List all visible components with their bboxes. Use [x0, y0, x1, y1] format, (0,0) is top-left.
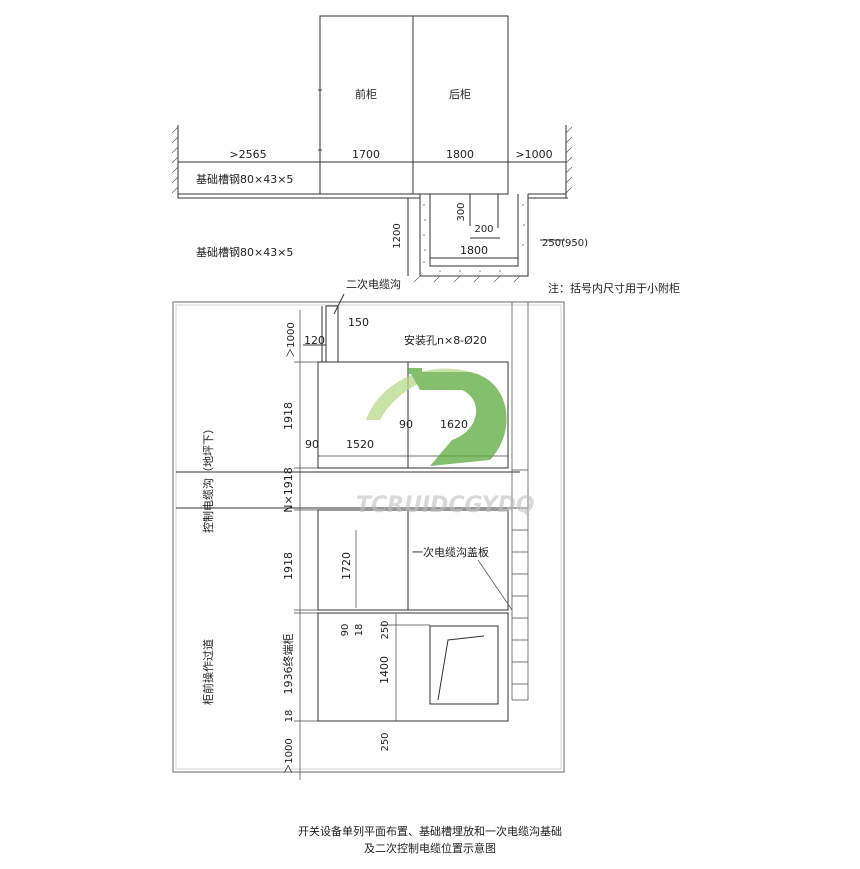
- pit-250-dim: 250(950): [542, 238, 588, 249]
- dim-1918-b: 1918: [282, 552, 295, 580]
- pit-1200-dim: 1200: [392, 223, 403, 248]
- plan-frame: [172, 301, 565, 773]
- side-label-control-trench: 控制电缆沟（地坪下）: [201, 423, 215, 533]
- secondary-trench: [303, 293, 345, 363]
- pit-dots: [423, 204, 525, 272]
- dim-90-b: 90: [399, 418, 413, 431]
- channel-note: 基础槽钢80×43×5: [196, 173, 293, 186]
- dim-ge1000-top: ＞1000: [286, 322, 297, 357]
- watermark-logo: [366, 368, 507, 466]
- dim-ge1000-bot: ＞1000: [284, 738, 295, 773]
- dim-18-a: 18: [354, 624, 365, 637]
- dim-nx1918: N×1918: [282, 467, 295, 512]
- dim-90-a: 90: [305, 438, 319, 451]
- primary-trench-cover-label: 一次电缆沟盖板: [412, 545, 489, 559]
- left-clear-dim: >2565: [229, 148, 266, 161]
- front-cabinet: [319, 15, 414, 195]
- cable-trench-band: [176, 471, 520, 509]
- cabinet-row-3: [317, 609, 509, 722]
- dim-1720: 1720: [340, 552, 353, 580]
- front-depth-dim: 1700: [352, 148, 380, 161]
- footnote: 注：括号内尺寸用于小附柜: [548, 281, 680, 295]
- dim-90-c: 90: [340, 624, 351, 637]
- dim-1520: 1520: [346, 438, 374, 451]
- dim-1936-terminal: 1936终端柜: [281, 634, 295, 695]
- caption-line-2: 及二次控制电缆位置示意图: [364, 842, 496, 855]
- pit-200-dim: 200: [474, 224, 493, 235]
- elevation-view: [177, 15, 568, 277]
- pit-300-dim: 300: [456, 202, 467, 221]
- mount-holes-label: 安装孔n×8-Ø20: [404, 333, 487, 347]
- dim-18-b: 18: [284, 710, 295, 723]
- rear-depth-dim: 1800: [446, 148, 474, 161]
- dim-250-a: 250: [380, 620, 391, 639]
- plan-dimension-lines: [294, 310, 508, 780]
- dim-120: 120: [304, 334, 325, 347]
- dim-1400: 1400: [378, 656, 391, 684]
- cabinet-row-1: [317, 361, 509, 469]
- rear-cabinet: [412, 15, 509, 195]
- side-label-aisle: 柜前操作过道: [201, 639, 215, 705]
- rear-cabinet-label: 后柜: [449, 88, 471, 101]
- right-clear-dim: >1000: [515, 148, 552, 161]
- pit-1800-dim: 1800: [460, 244, 488, 257]
- watermark-text: TCRUIDCGYDQ: [356, 493, 535, 518]
- front-cabinet-label: 前柜: [355, 87, 377, 101]
- secondary-trench-label: 二次电缆沟: [346, 277, 401, 291]
- caption-line-1: 开关设备单列平面布置、基础槽埋放和一次电缆沟基础: [298, 825, 562, 838]
- dim-1620: 1620: [440, 418, 468, 431]
- channel-note-2: 基础槽钢80×43×5: [196, 246, 293, 259]
- dim-150: 150: [348, 316, 369, 329]
- primary-trench-cover: [477, 302, 529, 701]
- ground-hatching: [171, 126, 573, 283]
- dim-1918-a: 1918: [282, 402, 295, 430]
- dim-250-b: 250: [380, 732, 391, 751]
